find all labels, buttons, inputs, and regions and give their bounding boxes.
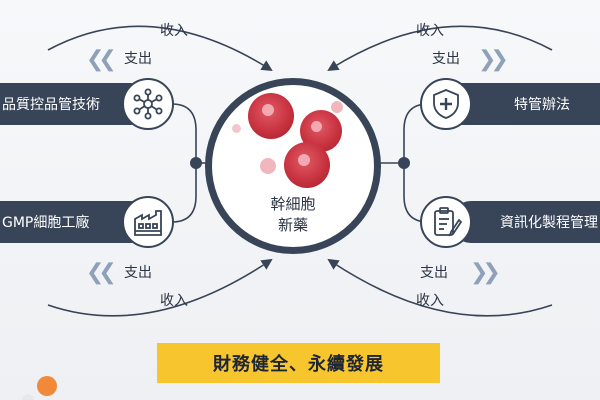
flow-label-bottom-right-expense: 支出 [420,265,448,281]
chevron-right-icon: ❯❯ [470,260,501,285]
decorative-dot [22,394,34,400]
flow-label-top-left-expense: 支出 [124,51,152,67]
flow-label-bottom-left-expense: 支出 [124,265,152,281]
flow-label-top-left-income: 收入 [160,23,188,39]
banner-text: 財務健全、永續發展 [213,354,384,375]
pillar-label: 資訊化製程管理 [500,215,598,231]
chevron-left-icon: ❮❮ [86,47,117,72]
clipboard-icon [420,196,472,248]
shield-icon [420,78,472,130]
flow-label-top-right-expense: 支出 [432,51,460,67]
flow-label-bottom-left-income: 收入 [160,293,188,309]
chevron-right-icon: ❯❯ [478,47,509,72]
pillar-digital-process: 資訊化製程管理 [450,201,600,243]
decorative-dot [37,376,57,396]
pillar-label: 品質控品管技術 [2,97,100,113]
pillar-label: GMP細胞工廠 [2,215,90,231]
factory-icon [122,196,174,248]
pillar-label: 特管辦法 [514,97,570,113]
flow-label-bottom-right-income: 收入 [416,293,444,309]
chevron-left-icon: ❮❮ [86,260,117,285]
center-label-line2: 新藥 [277,216,308,234]
flow-label-top-right-income: 收入 [416,23,444,39]
center-label-line1: 幹細胞 [270,195,316,213]
network-icon [122,78,174,130]
bottom-banner: 財務健全、永續發展 [157,343,440,383]
